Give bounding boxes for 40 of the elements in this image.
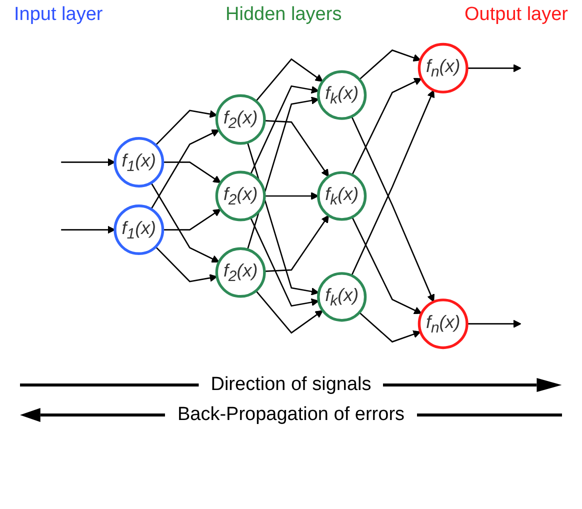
arrow	[466, 64, 522, 72]
arrow	[155, 246, 218, 282]
layer-heading: Hidden layers	[226, 4, 342, 26]
node-circle: f$_{2}$(x)	[215, 247, 266, 298]
arrow	[466, 320, 522, 328]
arrow	[61, 226, 116, 234]
direction-label: Direction of signals	[210, 374, 372, 396]
arrow	[150, 182, 220, 262]
arrow	[150, 130, 220, 210]
arrow	[246, 142, 320, 296]
node-circle: f$_{k}$(x)	[317, 70, 367, 120]
arrow	[162, 162, 222, 184]
node-circle: f$_{n}$(x)	[418, 42, 468, 94]
node-circle: f$_{k}$(x)	[317, 171, 367, 221]
node-circle: f$_{1}$(x)	[114, 204, 164, 255]
node-circle: f$_{k}$(x)	[317, 272, 367, 322]
arrow	[250, 217, 320, 307]
arrow	[351, 90, 435, 276]
arrow	[155, 110, 218, 146]
arrow	[61, 158, 116, 166]
arrow	[358, 312, 421, 343]
node-circle: f$_{2}$(x)	[215, 170, 266, 222]
arrow	[246, 96, 320, 250]
arrow	[264, 192, 319, 200]
arrow	[351, 116, 435, 302]
arrow	[264, 120, 329, 177]
arrow	[250, 85, 320, 175]
arrow	[255, 58, 324, 102]
node-circle: f$_{2}$(x)	[215, 94, 266, 145]
arrow	[162, 208, 222, 230]
layer-heading: Input layer	[14, 4, 103, 26]
arrow	[264, 215, 329, 272]
arrow	[352, 78, 422, 176]
node-circle: f$_{n}$(x)	[418, 298, 468, 350]
layer-heading: Output layer	[464, 4, 568, 26]
node-circle: f$_{1}$(x)	[114, 137, 164, 188]
arrow	[352, 216, 422, 314]
arrow	[358, 49, 421, 80]
arrow	[255, 290, 324, 334]
direction-label: Back-Propagation of errors	[177, 404, 405, 426]
